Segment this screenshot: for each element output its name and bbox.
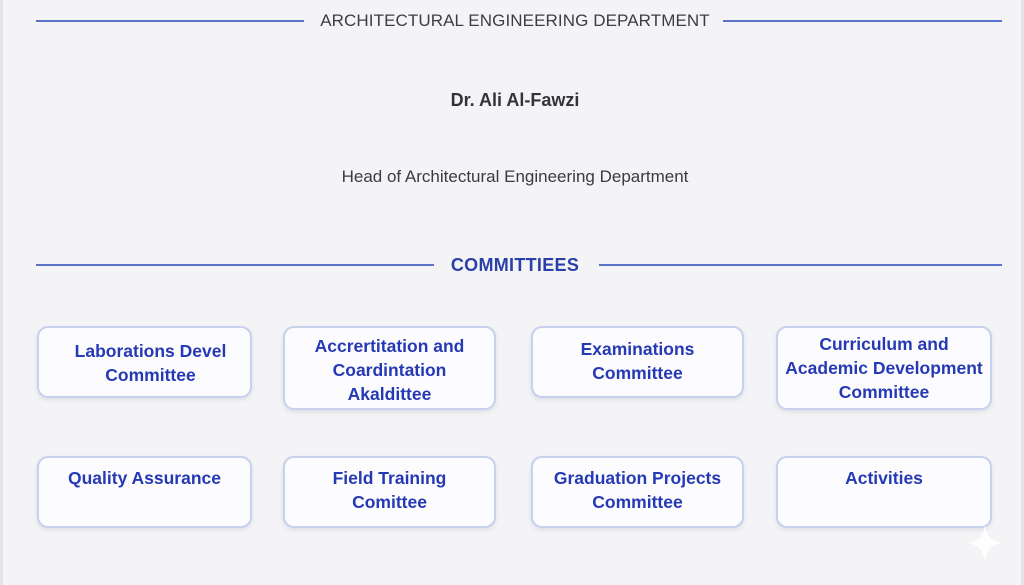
committee-card-activities[interactable]: Activities — [776, 456, 992, 528]
divider-line-right — [599, 264, 1002, 266]
committee-card-label: Curriculum and Academic Development Comm… — [785, 334, 983, 402]
divider-line-right — [723, 20, 1002, 22]
committee-card-examinations[interactable]: Examinations Committee — [531, 326, 744, 398]
committee-card-label: Examinations Committee — [580, 339, 695, 383]
divider-line-left — [36, 20, 304, 22]
department-header: ARCHITECTURAL ENGINEERING DEPARTMENT — [3, 11, 1024, 31]
head-role: Head of Architectural Engineering Depart… — [341, 167, 689, 186]
committee-card-label: Accrertitation and Coardintation Akaldit… — [314, 336, 465, 404]
committee-card-label: Activities — [845, 468, 923, 488]
committee-card-curriculum-academic-development[interactable]: Curriculum and Academic Development Comm… — [776, 326, 992, 410]
department-title: ARCHITECTURAL ENGINEERING DEPARTMENT — [320, 11, 710, 30]
committee-card-accreditation-coordination[interactable]: Accrertitation and Coardintation Akaldit… — [283, 326, 496, 410]
committees-header: COMMITTIEES — [3, 255, 1024, 275]
committee-card-label: Field Training Comittee — [332, 468, 447, 512]
committees-title: COMMITTIEES — [450, 255, 580, 275]
committee-card-label: Graduation Projects Committee — [553, 468, 722, 512]
committee-card-label: Laborations Devel Committee — [74, 341, 227, 385]
committee-card-label: Quality Assurance — [67, 468, 222, 488]
committee-card-quality-assurance[interactable]: Quality Assurance — [37, 456, 252, 528]
committee-card-laborations-development[interactable]: Laborations Devel Committee — [37, 326, 252, 398]
committee-card-field-training[interactable]: Field Training Comittee — [283, 456, 496, 528]
divider-line-left — [36, 264, 434, 266]
sparkle-icon — [967, 525, 1003, 561]
committee-card-graduation-projects[interactable]: Graduation Projects Committee — [531, 456, 744, 528]
head-name: Dr. Ali Al-Fawzi — [450, 90, 580, 110]
